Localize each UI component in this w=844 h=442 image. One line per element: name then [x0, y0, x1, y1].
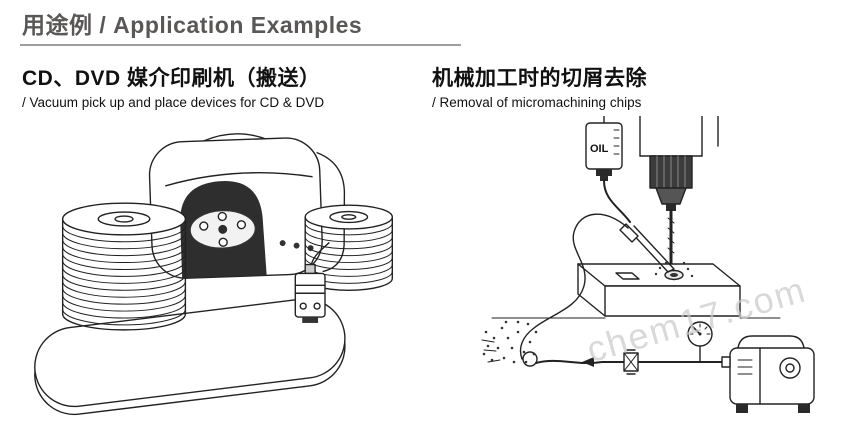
page-title: 用途例 / Application Examples [22, 12, 363, 38]
cd-gripper [189, 209, 257, 249]
header-rule [20, 44, 461, 46]
cd-stack-left [61, 202, 187, 331]
vacuum-pump [721, 335, 815, 413]
chip-removal-illustration: OIL [481, 116, 815, 413]
section-cd-dvd-subtitle: / Vacuum pick up and place devices for C… [22, 95, 325, 110]
pressure-gauge [687, 321, 713, 363]
section-chip-removal-subtitle: / Removal of micromachining chips [432, 95, 642, 110]
section-cd-dvd: CD、DVD 媒介印刷机（搬送） / Vacuum pick up and pl… [22, 62, 428, 417]
spray-streaks [481, 339, 501, 363]
hose-loop [522, 351, 538, 367]
drill-chips [654, 261, 694, 278]
machine-spindle [639, 116, 719, 268]
cd-printer-illustration [34, 133, 394, 416]
chips-spray [482, 320, 538, 364]
section-cd-dvd-title: CD、DVD 媒介印刷机（搬送） [22, 67, 321, 90]
section-chip-removal: 机械加工时的切屑去除 / Removal of micromachining c… [432, 62, 838, 421]
inline-valve [623, 349, 639, 375]
panel-buttons [279, 240, 314, 252]
oil-label: OIL [590, 143, 609, 155]
floor-hose [535, 359, 727, 365]
section-chip-removal-title: 机械加工时的切屑去除 [432, 67, 647, 90]
drill-bit [667, 209, 675, 268]
printer-machine-body [148, 133, 346, 279]
suction-hose [519, 213, 629, 360]
workpiece [577, 261, 741, 317]
cd-stack-right [304, 204, 394, 291]
vacuum-unit [294, 263, 326, 323]
flow-arrow [582, 357, 594, 367]
suction-nozzle [619, 223, 675, 273]
oil-tube [603, 180, 631, 223]
oil-container: OIL [585, 116, 631, 223]
base-plate [34, 298, 346, 416]
